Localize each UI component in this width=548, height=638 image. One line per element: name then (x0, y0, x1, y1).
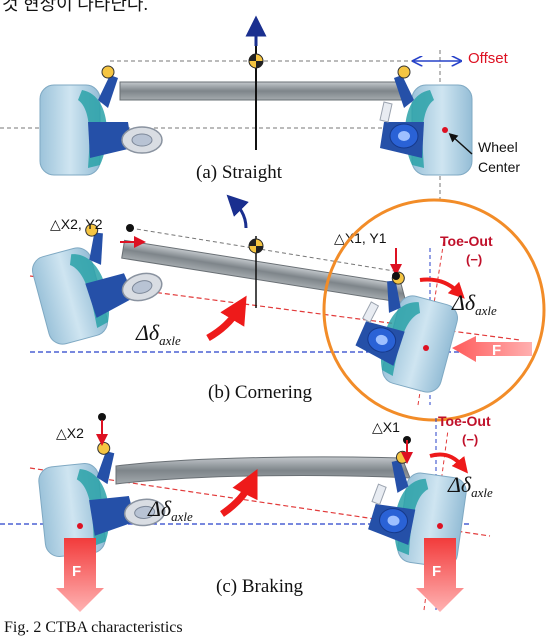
braking-force-left-label: F (72, 563, 81, 580)
braking-toe-out-label: Toe-Out (438, 413, 491, 429)
cornering-rotation-red-arrow (206, 295, 247, 342)
cornering-force-arrow (423, 336, 532, 362)
panel-braking: △X2 △X1 Δδaxle Toe-Out (−) Δδaxle F F (c… (0, 413, 493, 612)
cornering-axle-beam (121, 239, 407, 304)
axle-beam (119, 81, 409, 101)
braking-axle-beam (115, 456, 411, 485)
highlight-circle (322, 198, 546, 422)
cornering-force-label: F (492, 342, 501, 359)
cornering-toe-out-sign: (−) (466, 252, 482, 267)
cornering-rotation-arrow (226, 194, 249, 229)
braking-caption: (c) Braking (216, 576, 304, 597)
braking-right-point-label: △X1 (372, 419, 400, 435)
top-text-fragment: 것 현상이 나타난다. (2, 0, 148, 14)
wheel-center-pointer (448, 132, 473, 155)
cornering-caption: (b) Cornering (208, 382, 312, 403)
braking-toe-out-sign: (−) (462, 432, 478, 447)
cornering-toe-out-arrow (419, 277, 465, 299)
braking-force-arrow-right (416, 523, 464, 612)
panel-straight: Offset Wheel Center (a) Straight (0, 15, 520, 200)
braking-force-right-label: F (432, 563, 441, 580)
wheel-center-point (442, 127, 448, 133)
cornering-toe-out-label: Toe-Out (440, 233, 493, 249)
cornering-delta-right: Δδaxle (451, 290, 497, 318)
braking-force-arrow-left (56, 523, 104, 612)
wheel-center-label-line2: Center (478, 159, 520, 175)
panel-cornering: △X2, Y2 △X1, Y1 Δδaxle Toe-Out (−) Δδaxl… (23, 194, 546, 422)
cornering-top-line (129, 227, 401, 273)
cornering-delta-left: Δδaxle (135, 320, 181, 348)
braking-delta-right: Δδaxle (447, 472, 493, 500)
braking-toe-out-arrow (429, 452, 469, 474)
offset-label: Offset (468, 50, 509, 67)
straight-caption: (a) Straight (196, 162, 283, 183)
braking-delta-left: Δδaxle (147, 496, 193, 524)
wheel-center-label-line1: Wheel (478, 139, 518, 155)
cornering-right-point-label: △X1, Y1 (334, 230, 387, 246)
figure-caption: Fig. 2 CTBA characteristics (4, 619, 183, 636)
braking-rotation-red-arrow (220, 468, 258, 517)
braking-left-point-label: △X2 (56, 425, 84, 441)
cornering-left-point-label: △X2, Y2 (50, 216, 103, 232)
